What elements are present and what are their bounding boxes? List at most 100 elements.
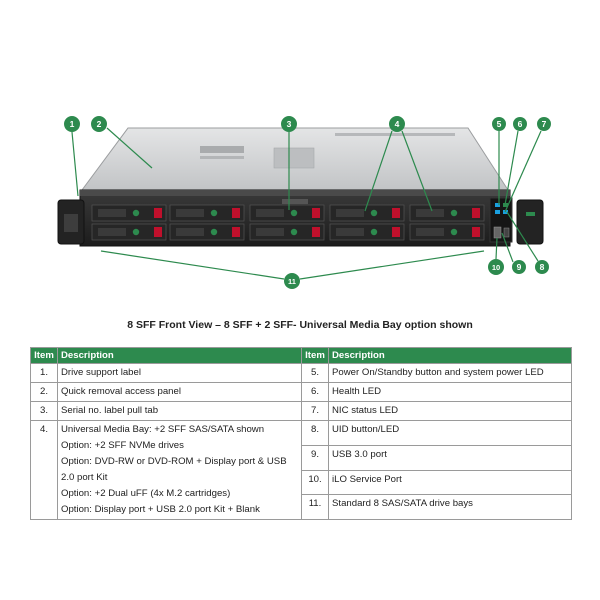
callout-circle xyxy=(535,260,549,274)
drive-release-button[interactable] xyxy=(450,228,458,236)
right-rack-ear-green-tab xyxy=(526,212,535,216)
item-description: Health LED xyxy=(328,382,572,402)
callout-number: 4 xyxy=(395,119,400,129)
drive-release-button[interactable] xyxy=(210,209,218,217)
drive-release-button[interactable] xyxy=(290,228,298,236)
table-row: 4.Universal Media Bay: +2 SFF SAS/SATA s… xyxy=(30,420,572,520)
item-number: 7. xyxy=(301,401,329,421)
table-row: 10.iLO Service Port xyxy=(31,469,572,496)
callout-number: 6 xyxy=(518,119,523,129)
description-line: Quick removal access panel xyxy=(61,386,181,397)
description-line: Power On/Standby button and system power… xyxy=(332,367,544,378)
description-line: Health LED xyxy=(332,386,382,397)
drive-latch xyxy=(392,227,400,237)
description-line: iLO Service Port xyxy=(332,473,402,485)
description-line: Option: Display port + USB 2.0 port Kit … xyxy=(61,504,260,515)
callout-leader-line xyxy=(504,130,519,206)
drive-release-button[interactable] xyxy=(290,209,298,217)
drive-release-button[interactable] xyxy=(132,209,140,217)
drive-bay-handle xyxy=(336,228,364,236)
serial-label-pull-tab[interactable] xyxy=(282,199,308,204)
usb-3-port[interactable] xyxy=(493,226,502,239)
callout-leader-line xyxy=(501,232,514,263)
callout-circle xyxy=(281,116,297,132)
description-line: Option: +2 SFF NVMe drives xyxy=(61,440,184,451)
item-description: Serial no. label pull tab xyxy=(57,401,302,421)
description-line: Option: DVD-RW or DVD-ROM + Display port… xyxy=(61,456,287,483)
callout-number: 3 xyxy=(287,119,292,129)
table-row: 11.Standard 8 SAS/SATA drive bays xyxy=(31,494,572,520)
callout-leader-line xyxy=(299,250,485,280)
figure-caption: 8 SFF Front View – 8 SFF + 2 SFF- Univer… xyxy=(127,319,473,331)
left-rack-ear-label xyxy=(64,214,78,232)
item-number: 3. xyxy=(30,401,58,421)
drive-bay-handle xyxy=(98,228,126,236)
item-number: 11. xyxy=(301,494,329,520)
drive-release-button[interactable] xyxy=(370,209,378,217)
item-description: iLO Service Port xyxy=(328,469,572,496)
drive-latch xyxy=(154,208,162,218)
item-number: 5. xyxy=(301,363,329,383)
drive-latch xyxy=(232,208,240,218)
callout-number: 8 xyxy=(540,262,545,272)
top-vent-grille-2 xyxy=(200,156,244,159)
callout-leader-line xyxy=(71,131,79,197)
header-description-right: Description xyxy=(328,347,572,364)
callout-circle xyxy=(284,273,300,289)
callout-circle xyxy=(492,117,506,131)
callout-circle xyxy=(537,117,551,131)
callout-leader-line xyxy=(100,250,285,280)
description-line: NIC status LED xyxy=(332,405,399,416)
nic-status-led xyxy=(495,210,500,214)
drive-latch xyxy=(312,208,320,218)
description-line: Option: +2 Dual uFF (4x M.2 cartridges) xyxy=(61,488,231,499)
header-description-left: Description xyxy=(57,347,302,364)
drive-latch xyxy=(472,227,480,237)
component-table: Item Description Item Description 1.Driv… xyxy=(30,347,572,520)
drive-latch xyxy=(392,208,400,218)
callout-number: 9 xyxy=(517,262,522,272)
description-line: Universal Media Bay: +2 SFF SAS/SATA sho… xyxy=(61,424,265,435)
callout-circle xyxy=(513,117,527,131)
drive-bay-handle xyxy=(176,209,204,217)
power-button-led[interactable] xyxy=(495,203,500,207)
drive-latch xyxy=(154,227,162,237)
item-description: UID button/LED xyxy=(328,420,572,446)
item-number: 2. xyxy=(30,382,58,402)
item-number: 6. xyxy=(301,382,329,402)
callout-circle xyxy=(488,259,504,275)
ilo-service-port[interactable] xyxy=(503,227,510,238)
callout-leader-line xyxy=(495,237,498,260)
drive-latch xyxy=(312,227,320,237)
drive-bays xyxy=(91,199,485,241)
chassis-front-trim xyxy=(80,190,510,196)
top-label-area xyxy=(273,147,315,169)
callout-leader-line xyxy=(504,130,542,213)
callout-number: 7 xyxy=(542,119,547,129)
drive-bay-handle xyxy=(416,228,444,236)
drive-release-button[interactable] xyxy=(210,228,218,236)
drive-release-button[interactable] xyxy=(450,209,458,217)
right-rack-ear xyxy=(516,199,544,245)
drive-bay-handle xyxy=(176,228,204,236)
top-vent-grille xyxy=(200,146,244,153)
callout-leader-line xyxy=(506,211,539,262)
callout-circle xyxy=(64,116,80,132)
item-description: Quick removal access panel xyxy=(57,382,302,402)
table-header-row: Item Description Item Description xyxy=(30,347,572,364)
header-item-right: Item xyxy=(301,347,329,364)
drive-bay-handle xyxy=(256,209,284,217)
callout-circle xyxy=(91,116,107,132)
callout-number: 11 xyxy=(288,277,296,286)
drive-release-button[interactable] xyxy=(370,228,378,236)
description-line: USB 3.0 port xyxy=(332,448,387,460)
item-number: 9. xyxy=(301,444,329,471)
drive-release-button[interactable] xyxy=(132,228,140,236)
drive-bay-handle xyxy=(416,209,444,217)
callout-number: 1 xyxy=(70,119,75,129)
item-description: Drive support label xyxy=(57,363,302,383)
